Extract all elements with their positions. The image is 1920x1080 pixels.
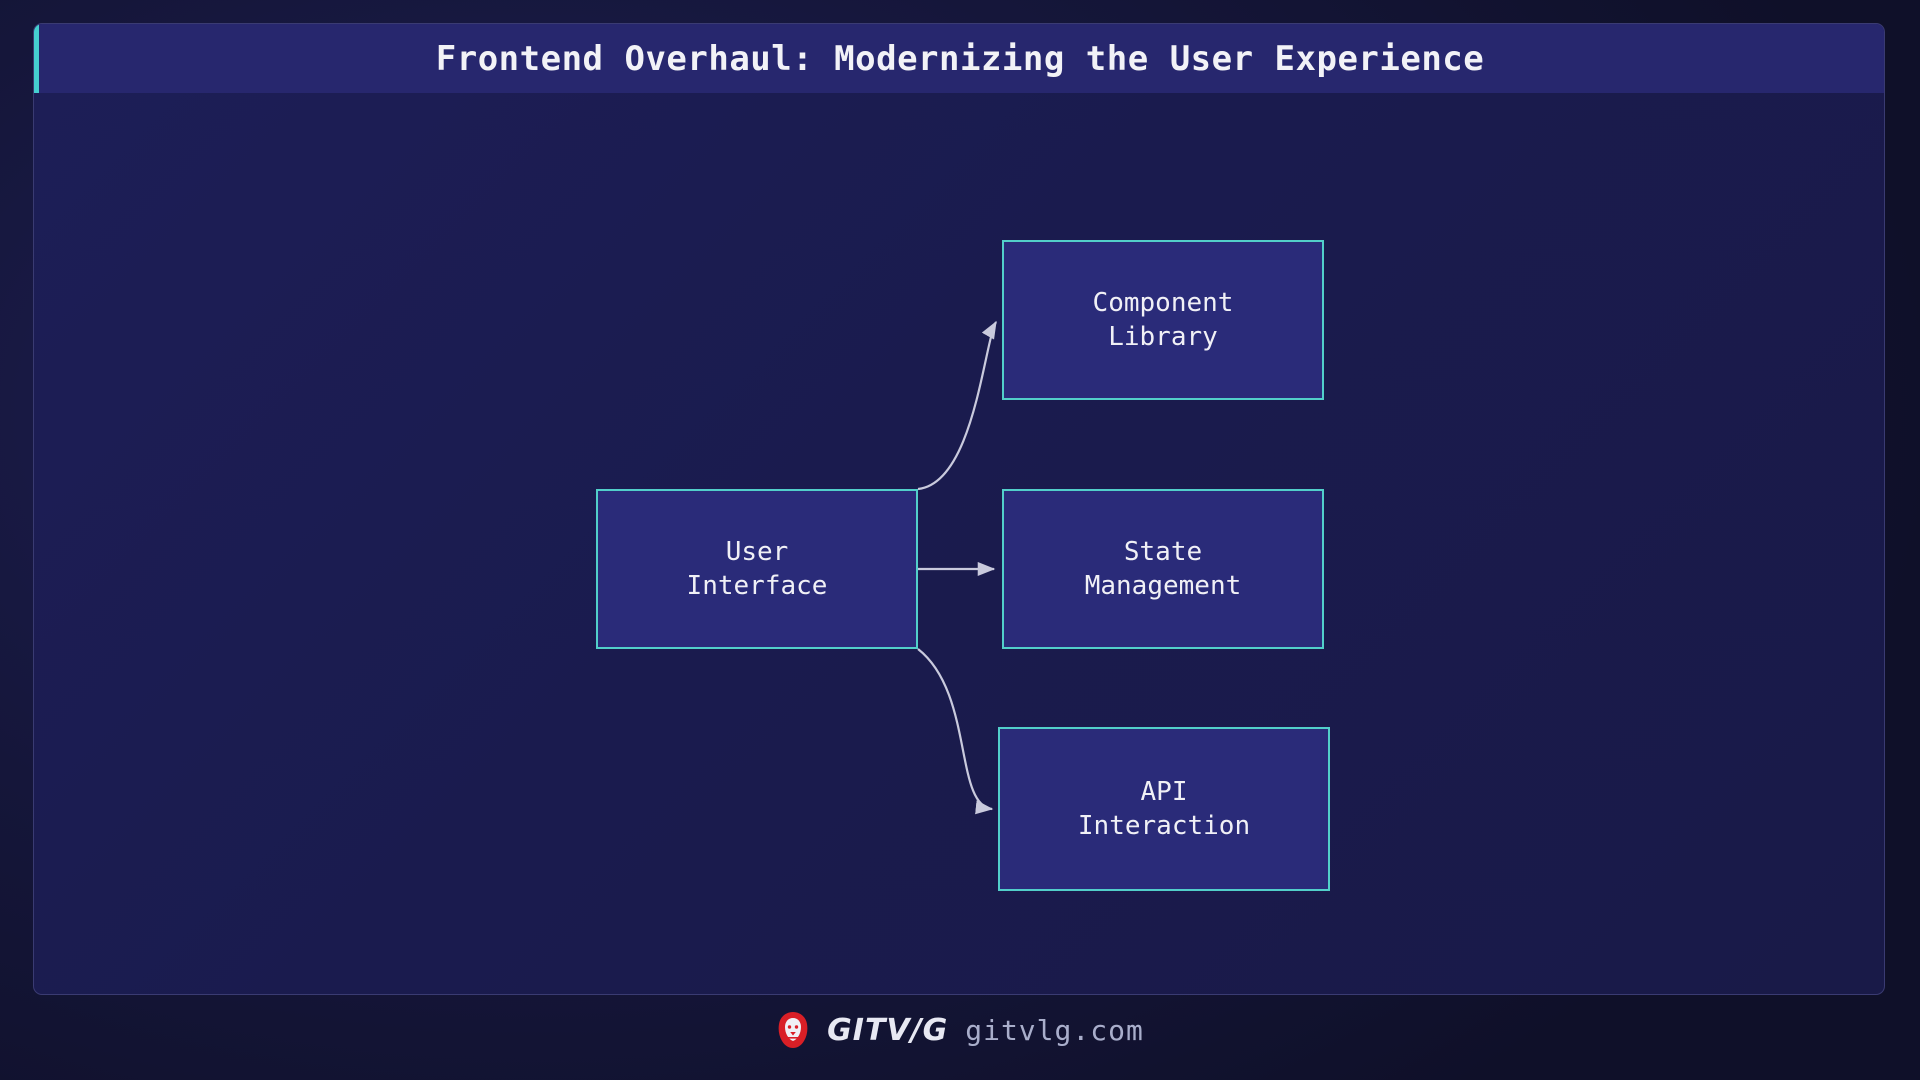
slide-header: Frontend Overhaul: Modernizing the User … <box>34 24 1884 93</box>
footer: GITV/G gitvlg.com <box>0 1000 1920 1060</box>
diagram-canvas: User Interface Component Library State M… <box>34 93 1884 994</box>
node-user-interface-line1: User <box>725 536 789 567</box>
node-component-library-line2: Library <box>1108 322 1218 352</box>
node-api-interaction-line1: API <box>1140 776 1188 807</box>
slide-card: Frontend Overhaul: Modernizing the User … <box>33 23 1885 995</box>
node-user-interface-line2: Interface <box>686 571 828 601</box>
site-url: gitvlg.com <box>965 1013 1144 1047</box>
edge-user-interface-to-api-interaction <box>917 648 994 815</box>
node-state-management[interactable]: State Management <box>1002 489 1324 649</box>
node-state-management-line2: Management <box>1084 571 1242 601</box>
page-title: Frontend Overhaul: Modernizing the User … <box>435 38 1485 79</box>
node-api-interaction[interactable]: API Interaction <box>998 727 1330 891</box>
node-component-library-line1: Component <box>1092 287 1234 318</box>
node-api-interaction-line2: Interaction <box>1077 811 1251 841</box>
header-accent-bar <box>34 24 39 93</box>
brand-name: GITV/G <box>827 1012 949 1048</box>
lion-icon <box>778 1012 808 1048</box>
node-component-library[interactable]: Component Library <box>1002 240 1324 400</box>
diagram-edges <box>917 320 997 815</box>
node-user-interface[interactable]: User Interface <box>596 489 918 649</box>
edge-user-interface-to-component-library <box>917 320 997 491</box>
node-state-management-line1: State <box>1123 536 1203 567</box>
